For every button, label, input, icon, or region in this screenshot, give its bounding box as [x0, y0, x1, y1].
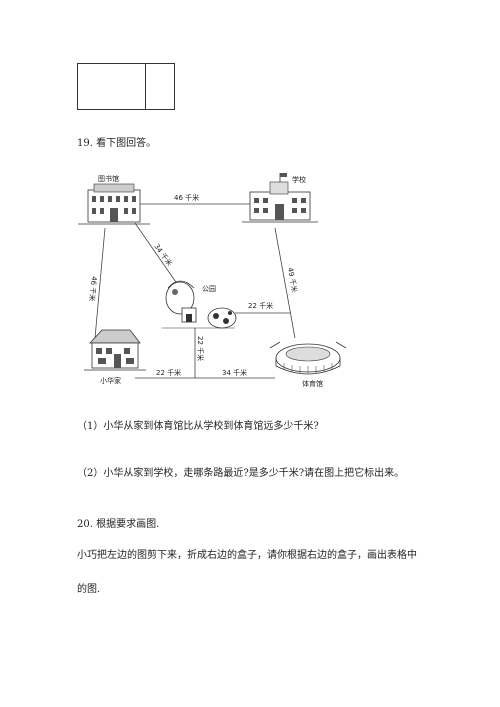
q19-subquestion-1: （1）小华从家到体育馆比从学校到体育馆远多少千米?	[77, 421, 319, 432]
distance-library-school: 46 千米	[174, 193, 199, 202]
route-map: 图书馆 学校 公园	[78, 173, 347, 388]
label-school: 学校	[292, 175, 306, 184]
road-library-park	[134, 222, 181, 289]
label-stadium: 体育馆	[302, 379, 323, 388]
distance-home-junction: 22 千米	[156, 368, 181, 377]
label-park: 公园	[202, 285, 216, 293]
q19-heading: 19. 看下图回答。	[77, 138, 157, 149]
box-divider	[145, 64, 146, 109]
distance-park-stadium: 22 千米	[248, 301, 273, 310]
q20-heading: 20. 根据要求画图.	[77, 519, 160, 530]
stadium-icon	[269, 341, 347, 375]
park-icon	[162, 280, 237, 329]
q20-text-line1: 小巧把左边的图剪下来，折成右边的盒子，请你根据右边的盒子，画出表格中	[77, 550, 417, 561]
distance-school-stadium: 49 千米	[286, 267, 299, 293]
q19-subquestion-2: （2）小华从家到学校，走哪条路最近?是多少千米?请在图上把它标出来。	[77, 468, 405, 479]
school-icon	[242, 173, 318, 223]
road-school-stadium	[274, 227, 296, 339]
home-icon	[84, 329, 146, 371]
answer-box	[77, 63, 175, 110]
library-icon	[78, 183, 150, 225]
label-home: 小华家	[100, 376, 121, 385]
road-library-home	[94, 227, 106, 339]
q20-text-line2: 的图.	[77, 584, 101, 595]
distance-junction-stadium: 34 千米	[222, 368, 247, 377]
distance-junction-park: 22 千米	[196, 336, 205, 361]
distance-library-home: 46 千米	[87, 276, 99, 302]
label-library: 图书馆	[98, 174, 119, 183]
